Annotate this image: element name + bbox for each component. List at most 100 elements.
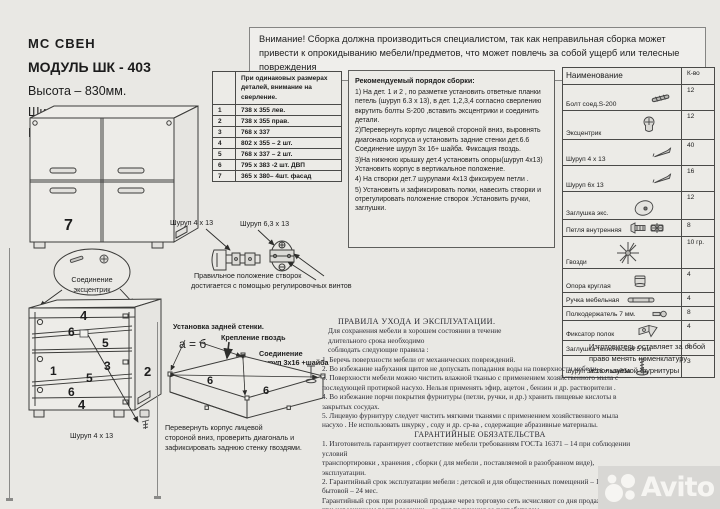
assembly-step: 5) Установить и зафиксировать полки, нав… (355, 186, 541, 213)
door-number-label: 7 (64, 217, 73, 234)
warranty-line: 2. Гарантийный срок эксплуатации мебели … (322, 476, 620, 496)
care-line: 4. Во избежание порчи покрытия фурнитуры… (322, 392, 617, 411)
assembly-order-box: Рекомендуемый порядок сборки: 1) На дет.… (348, 70, 555, 248)
care-line: 5. Лицевую фурнитуру следует чистить мяг… (322, 411, 619, 421)
hardware-parts-table: Наименование К-во Болт соед.S-200 12 Экс… (562, 67, 715, 378)
hinge-icon (629, 221, 667, 235)
diagonal-formula: а = б (179, 337, 206, 351)
care-line: насухо . Не использовать шкурку , соду и… (322, 420, 598, 430)
parts-row: Заглушка экс. 12 (563, 191, 714, 219)
part-number: 5 (102, 336, 109, 350)
screw-washer-label-line1: Соединение (259, 349, 303, 358)
parts-row: Шуруп 4 х 13 40 (563, 139, 714, 165)
eccentric-bubble-line2: эксцентрик (74, 285, 112, 294)
hinge-caption-line2: достигается с помощью регулировочных вин… (191, 281, 352, 290)
plumb-line-foot (154, 496, 161, 499)
dimension-height: Высота – 830мм. (28, 84, 127, 98)
header-num-cell (213, 72, 236, 104)
hinge-screw-label-2: Шуруп 6,3 х 13 (240, 219, 289, 228)
header-note-cell: При одинаковых размерах деталей, внимани… (241, 75, 328, 101)
plumb-line-foot (6, 498, 13, 501)
care-line: соблюдать следующие правила : (328, 345, 429, 355)
part-number: 3 (104, 359, 111, 373)
care-line: длительного срока необходимо (328, 335, 425, 345)
plumb-line-left (9, 248, 10, 498)
eccentric-icon (641, 116, 657, 134)
manufacturer-note: Изготовитель оставляет за собой право ме… (589, 342, 706, 375)
part-number: 5 (86, 371, 93, 385)
parts-col-name: Наименование (566, 71, 623, 80)
assembly-title: Рекомендуемый порядок сборки: (355, 76, 475, 85)
screw-washer-icon (635, 357, 649, 376)
shelf-fixator-icon (637, 323, 659, 338)
parts-col-qty: К-во (681, 68, 714, 84)
assembly-step: 2)Перевернуть корпус лицевой стороной вн… (355, 127, 541, 154)
care-line: Для сохранения мебели в хорошем состояни… (328, 326, 502, 336)
table-header-row: При одинаковых размерах деталей, внимани… (213, 72, 341, 104)
part-number: 6 (68, 385, 75, 399)
parts-row: шуруп 3х 16 + шайба 3 (563, 355, 714, 377)
parts-row: Болт соед.S-200 12 (563, 84, 714, 110)
parts-row: Петля внутренняя 8 (563, 219, 714, 236)
parts-row: Заглушка техническая 5 мм 8 (563, 340, 714, 355)
screw-icon (651, 146, 673, 158)
warranty-line: транспортировки , хранения , сборки ( дл… (322, 458, 595, 477)
screw-washer-icon (305, 365, 317, 384)
nails-icon (613, 239, 643, 267)
avito-watermark: Avito (598, 466, 720, 509)
eccentric-bubble-line1: Соединение (71, 275, 112, 284)
screw-icon (651, 172, 673, 184)
back-wall-title: Установка задней стенки. (173, 322, 264, 331)
parts-row: Полкодержатель 7 мм. 8 (563, 306, 714, 320)
bolt-icon (649, 92, 673, 104)
cabinet-front-view-diagram: 7 (29, 105, 199, 249)
hinge-screw-label-1: Шуруп 4 х 13 (170, 218, 213, 227)
avito-logo-icon (604, 473, 635, 502)
parts-header-row: Наименование К-во (563, 68, 714, 84)
module-title: МОДУЛЬ ШК - 403 (28, 59, 151, 75)
parts-row: Ручка мебельная 4 (563, 292, 714, 306)
foot-screw-label: Шуруп 4 х 13 (70, 431, 113, 440)
brand-title: МС СВЕН (28, 36, 96, 51)
avito-wordmark: Avito (640, 472, 715, 503)
part-number: 2 (144, 364, 151, 379)
assembly-step: 4) На створки дет.7 шурупами 4х13 фиксир… (355, 176, 529, 184)
care-line: 2. Во избежание набухания щитов не допус… (322, 364, 599, 374)
exploded-cabinet-diagram: Соединение эксцентрик 4 6 5 (28, 248, 162, 440)
panel-dimensions-table: При одинаковых размерах деталей, внимани… (212, 71, 342, 182)
part-number: 4 (78, 397, 86, 412)
parts-row: Гвозди 10 гр. (563, 236, 714, 268)
care-line: 3. Поверхности мебели можно чистить влаж… (322, 373, 619, 383)
warranty-title: ГАРАНТИЙНЫЕ ОБЯЗАТЕЛЬСТВА (414, 429, 546, 439)
shelf-holder-icon (652, 310, 667, 318)
part-number: 6 (207, 375, 213, 387)
part-number: 6 (263, 385, 269, 397)
back-wall-caption-line3: зафиксировать заднюю стенку гвоздями. (165, 443, 302, 452)
handle-icon (627, 296, 655, 303)
care-line: 1. Беречь поверхности мебели от механиче… (322, 354, 516, 364)
parts-row: Шуруп 6х 13 16 (563, 165, 714, 191)
nail-fixing-label: Крепление гвоздь (221, 333, 286, 342)
care-line: последующей протиркой насухо. Нельзя при… (322, 382, 616, 392)
part-number: 4 (80, 308, 88, 323)
hinge-caption-line1: Правильное положение створок (194, 271, 302, 280)
plumb-line-mid (157, 322, 158, 496)
assembly-step: 3)На нижнюю крышку дет.4 установить опор… (355, 156, 543, 173)
cap-icon (633, 199, 655, 217)
hinge-diagram: Шуруп 4 х 13 Шуруп 6,3 х 13 Правильное п… (170, 218, 352, 290)
back-wall-diagram: Установка задней стенки. а = б Крепление… (165, 322, 330, 452)
warranty-line: при нерозничном распределении – со дня п… (322, 505, 638, 509)
part-number: 6 (68, 325, 75, 339)
warning-text: Внимание! Сборка должна производиться сп… (259, 34, 680, 72)
warranty-line: Гарантийный срок при розничной продаже ч… (322, 495, 632, 505)
parts-row: Фиксатор полок 4 (563, 320, 714, 340)
care-rules-block: ПРАВИЛА УХОДА И ЭКСПЛУАТАЦИИ. Для сохран… (322, 317, 638, 509)
